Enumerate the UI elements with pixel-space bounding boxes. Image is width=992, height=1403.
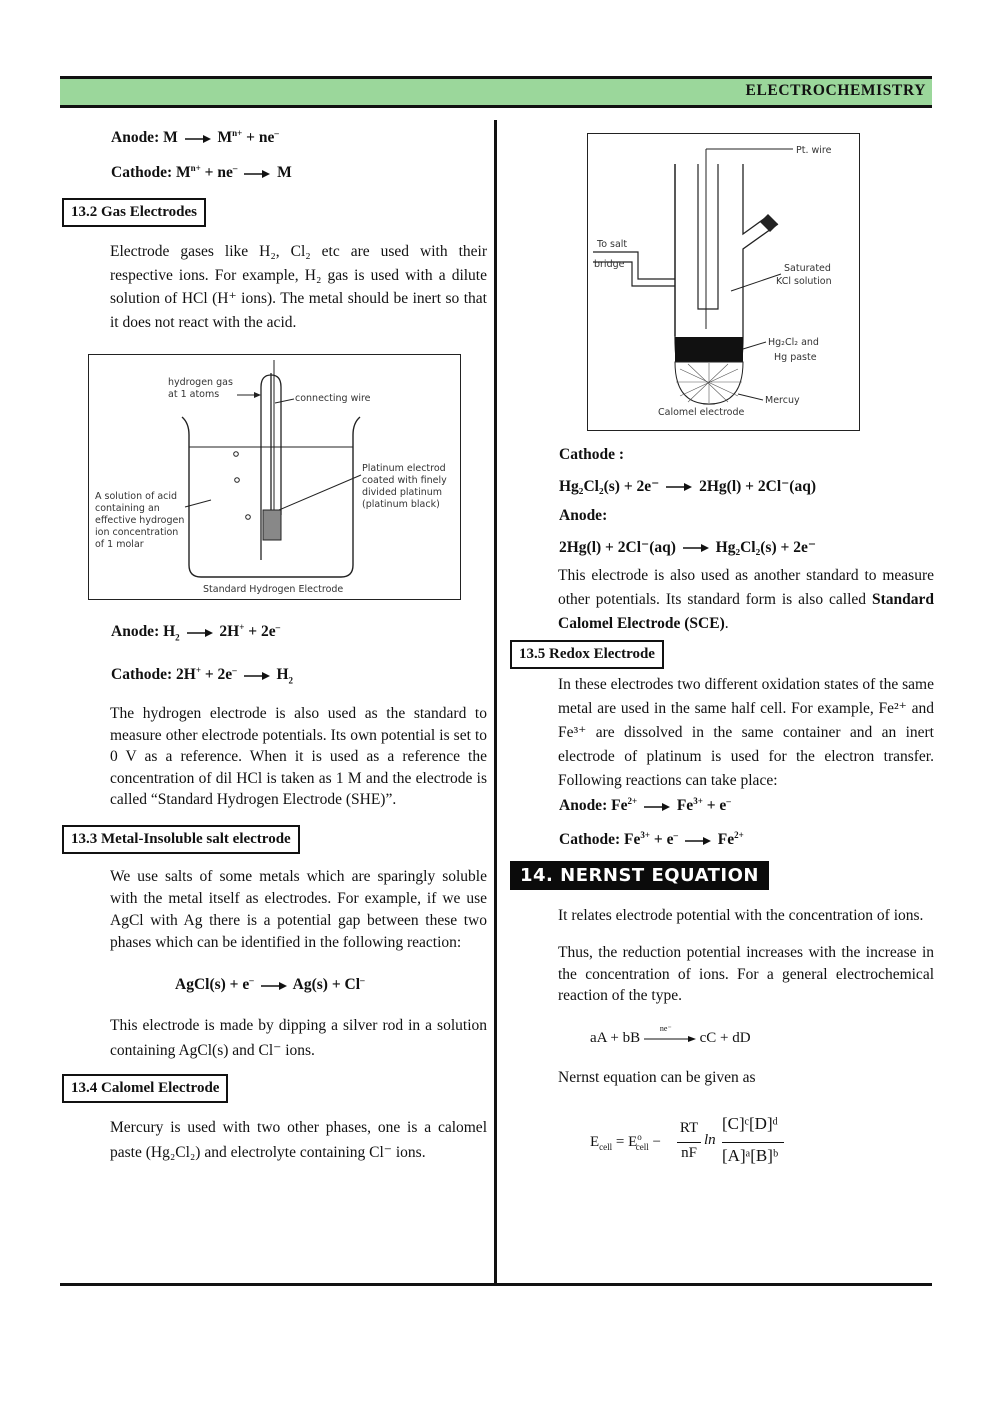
reaction-arrow-with-label: ne⁻ <box>643 1024 696 1046</box>
long-arrow-icon <box>643 1035 696 1042</box>
section-heading-14-nernst: 14. NERNST EQUATION <box>510 861 769 890</box>
section-heading-13-2: 13.2 Gas Electrodes <box>62 198 206 227</box>
label-to-salt: To salt <box>596 239 627 250</box>
column-divider <box>494 120 497 1285</box>
she-anode-equation: Anode: H2 2H+ + 2e– <box>111 622 281 643</box>
label-connecting-wire: connecting wire <box>295 393 371 404</box>
reaction-arrow-icon <box>666 483 693 492</box>
general-reaction-equation: aA + bB ne⁻ cC + dD <box>590 1023 751 1046</box>
label-solution-1: A solution of acid <box>95 491 177 502</box>
redox-paragraph: In these electrodes two different oxidat… <box>558 676 934 789</box>
nernst-ln: ln <box>704 1132 716 1148</box>
nernst-given-as: Nernst equation can be given as <box>558 1069 756 1086</box>
silver-rod-paragraph: This electrode is made by dipping a silv… <box>110 1017 487 1059</box>
footer-rule <box>60 1283 932 1286</box>
label-solution-3: effective hydrogen <box>95 515 184 526</box>
label-solution-2: containing an <box>95 503 160 514</box>
reaction-arrow-icon <box>260 981 287 990</box>
calomel-electrode-figure: Pt. wire To salt bridge Saturated KCl so… <box>587 133 860 431</box>
calomel-anode-equation: 2Hg(l) + 2Cl⁻(aq) Hg₂Cl₂(s) + 2e⁻ <box>559 539 817 556</box>
label-platinum-1: Platinum electrod <box>362 463 446 474</box>
nernst-numerator: RT <box>679 1120 699 1136</box>
nernst-denominator: nF <box>681 1145 697 1161</box>
redox-anode-equation: Anode: Fe2+ Fe3+ + e– <box>559 796 731 815</box>
label-kcl-solution: KCl solution <box>776 276 832 287</box>
sce-text-end: . <box>724 615 729 632</box>
label-solution-5: of 1 molar <box>95 539 144 550</box>
calomel-caption: Calomel electrode <box>658 407 744 418</box>
reaction-arrow-icon <box>684 836 711 845</box>
sce-paragraph: This electrode is also used as another s… <box>558 564 934 636</box>
cathode-general-equation: Cathode: Mn+ + ne– M <box>111 163 292 182</box>
label-bridge: bridge <box>594 259 625 270</box>
she-diagram: hydrogen gas at 1 atoms connecting wire … <box>95 360 447 595</box>
reaction-arrow-icon <box>184 134 211 143</box>
reaction-arrow-icon <box>186 628 213 637</box>
section-heading-13-5: 13.5 Redox Electrode <box>510 640 664 669</box>
label-platinum-3: divided platinum <box>362 487 442 498</box>
chapter-header-bar: ELECTROCHEMISTRY <box>60 76 932 108</box>
calomel-cathode-equation: Hg₂Cl₂(s) + 2e⁻ 2Hg(l) + 2Cl⁻(aq) <box>559 478 817 495</box>
nernst-lhs: Ecell = Eocell − <box>590 1132 662 1152</box>
chapter-title: ELECTROCHEMISTRY <box>745 82 926 99</box>
reaction-arrow-icon <box>643 802 670 811</box>
nernst-equation: Ecell = Eocell − RT nF ln [C]ᶜ[D]ᵈ [A]ᵃ[… <box>590 1112 810 1174</box>
sce-text: This electrode is also used as another s… <box>558 567 934 608</box>
nernst-concentration-top: [C]ᶜ[D]ᵈ <box>722 1114 778 1133</box>
reaction-arrow-icon <box>244 169 271 178</box>
redox-cathode-equation: Cathode: Fe3+ + e– Fe2+ <box>559 830 744 849</box>
agcl-equation: AgCl(s) + e– Ag(s) + Cl– <box>175 975 365 994</box>
standard-hydrogen-electrode-figure: hydrogen gas at 1 atoms connecting wire … <box>88 354 461 600</box>
she-caption: Standard Hydrogen Electrode <box>203 584 343 595</box>
calomel-anode-heading: Anode: <box>559 507 608 524</box>
nernst-concentration-bottom: [A]ᵃ[B]ᵇ <box>722 1146 779 1165</box>
calomel-paragraph: Mercury is used with two other phases, o… <box>110 1119 487 1161</box>
sce-bold-term: Standard Calomel Electrode (SCE) <box>558 591 934 632</box>
label-hg2cl2: Hg₂Cl₂ and <box>768 337 819 348</box>
label-pt-wire: Pt. wire <box>796 145 832 156</box>
metal-insoluble-salt-paragraph: We use salts of some metals which are sp… <box>110 868 487 951</box>
anode-general-equation: Anode: M Mn+ + ne– <box>111 128 279 147</box>
fraction-bar <box>722 1142 784 1143</box>
label-hydrogen-gas: hydrogen gas <box>168 377 233 388</box>
label-solution-4: ion concentration <box>95 527 178 538</box>
label-hg-paste: Hg paste <box>774 352 817 363</box>
fraction-bar <box>677 1142 701 1143</box>
calomel-diagram: Pt. wire To salt bridge Saturated KCl so… <box>593 145 832 418</box>
label-at-1-atm: at 1 atoms <box>168 389 219 400</box>
calomel-cathode-heading: Cathode : <box>559 446 625 463</box>
she-cathode-equation: Cathode: 2H+ + 2e– H2 <box>111 665 293 686</box>
arrow-label: ne⁻ <box>659 1023 672 1033</box>
reaction-arrow-icon <box>682 544 709 553</box>
she-paragraph: The hydrogen electrode is also used as t… <box>110 705 487 808</box>
nernst-intro-paragraph: It relates electrode potential with the … <box>558 907 924 924</box>
label-platinum-4: (platinum black) <box>362 499 440 510</box>
section-heading-13-3: 13.3 Metal-Insoluble salt electrode <box>62 825 300 854</box>
reaction-arrow-icon <box>243 671 270 680</box>
label-saturated: Saturated <box>784 263 831 274</box>
nernst-reduction-paragraph: Thus, the reduction potential increases … <box>558 944 934 1004</box>
label-mercury: Mercuy <box>765 395 800 406</box>
label-platinum-2: coated with finely <box>362 475 447 486</box>
section-heading-13-4: 13.4 Calomel Electrode <box>62 1074 229 1103</box>
gas-electrodes-paragraph: Electrode gases like H₂, Cl₂ etc are use… <box>110 243 487 331</box>
